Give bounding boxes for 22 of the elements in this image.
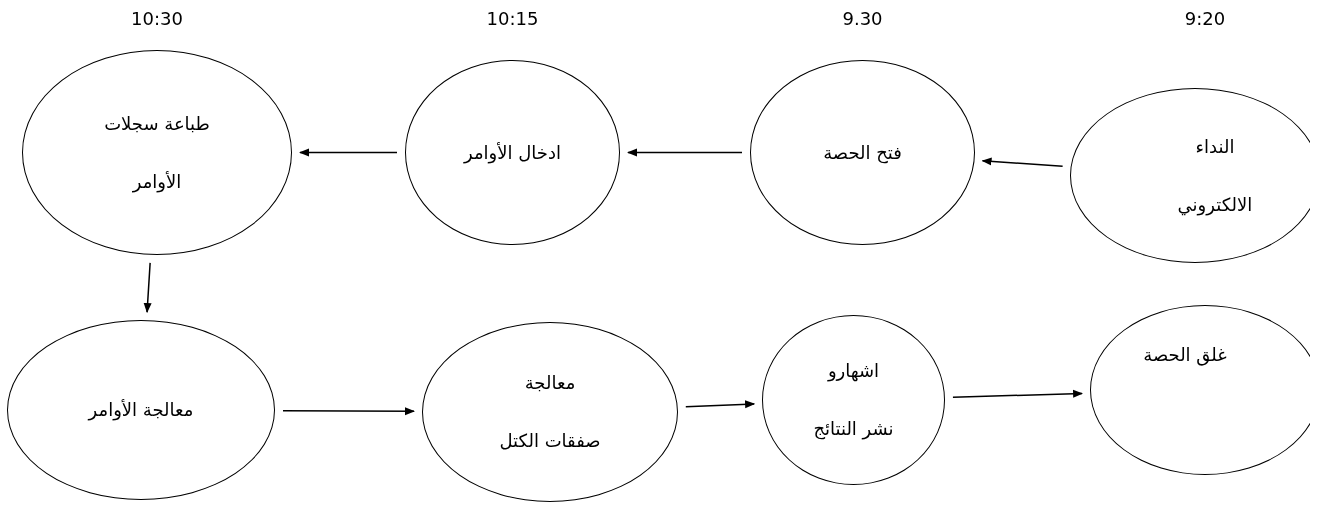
time-label: 9.30 (842, 8, 883, 29)
time-label: 10:15 (486, 8, 539, 29)
process-ellipse (22, 50, 292, 255)
process-ellipse (405, 60, 620, 245)
arrow (299, 148, 398, 157)
node-label: اشهارو نشر النتائج (812, 359, 895, 442)
node-label: النداء الالكتروني (1176, 134, 1254, 218)
arrow (685, 400, 756, 409)
arrow (981, 157, 1064, 168)
arrow (143, 262, 152, 314)
node-label: فتح الحصة (822, 140, 903, 166)
node-label: معالجة الأوامر (86, 398, 195, 423)
node-label: طباعة سجلات الأوامر (103, 111, 211, 195)
time-label: 10:30 (131, 8, 183, 29)
arrow (952, 389, 1084, 398)
arrow (282, 407, 415, 416)
time-label: 9:20 (1184, 8, 1226, 29)
node-label: معالجة صفقات الكتل (498, 371, 602, 453)
arrow (627, 148, 743, 157)
process-ellipse (750, 60, 975, 245)
node-label: ادخال الأوامر (462, 140, 562, 166)
node-label: غلق الحصة (1142, 343, 1228, 368)
